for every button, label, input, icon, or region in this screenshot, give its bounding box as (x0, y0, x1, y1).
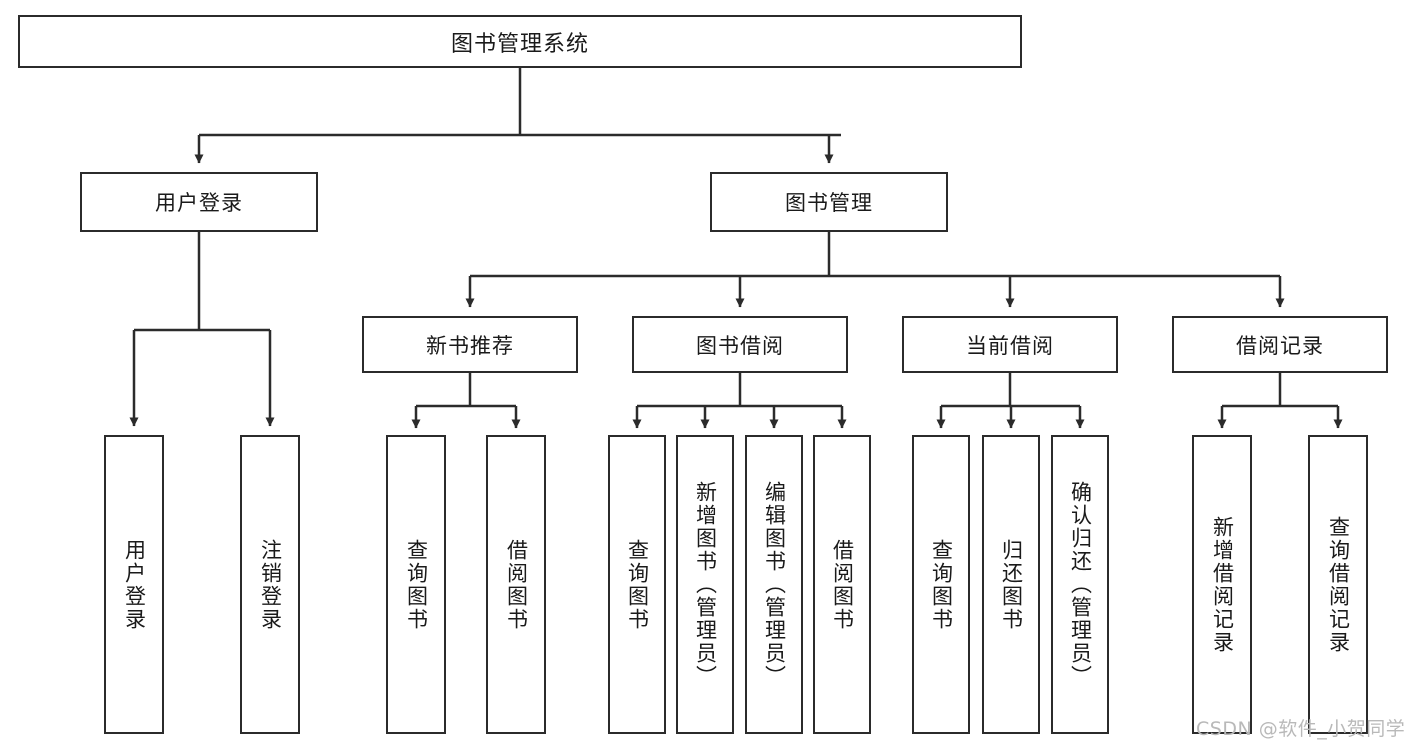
node-leaf-user-login-label: 用户登录 (122, 538, 147, 631)
node-user-login[interactable]: 用户登录 (80, 172, 318, 232)
node-leaf-borrow-book-1-label: 借阅图书 (504, 538, 529, 631)
node-current-borrow-label: 当前借阅 (966, 333, 1054, 358)
node-leaf-borrow-book-2[interactable]: 借阅图书 (813, 435, 871, 734)
node-leaf-query-book-1-label: 查询图书 (404, 538, 429, 631)
node-leaf-add-record[interactable]: 新增借阅记录 (1192, 435, 1252, 734)
node-borrow-record[interactable]: 借阅记录 (1172, 316, 1388, 373)
node-leaf-return-book[interactable]: 归还图书 (982, 435, 1040, 734)
csdn-watermark: CSDN @软件_小贺同学 (1196, 714, 1405, 741)
node-leaf-user-logout[interactable]: 注销登录 (240, 435, 300, 734)
node-leaf-query-book-2-label: 查询图书 (625, 538, 650, 631)
node-book-manage[interactable]: 图书管理 (710, 172, 948, 232)
node-leaf-query-book-1[interactable]: 查询图书 (386, 435, 446, 734)
node-leaf-user-logout-label: 注销登录 (258, 538, 283, 631)
node-leaf-query-record[interactable]: 查询借阅记录 (1308, 435, 1368, 734)
node-leaf-add-record-label: 新增借阅记录 (1210, 515, 1235, 654)
node-leaf-borrow-book-2-label: 借阅图书 (830, 538, 855, 631)
node-leaf-query-book-3-label: 查询图书 (929, 538, 954, 631)
node-leaf-return-book-label: 归还图书 (999, 538, 1024, 631)
node-leaf-borrow-book-1[interactable]: 借阅图书 (486, 435, 546, 734)
node-current-borrow[interactable]: 当前借阅 (902, 316, 1118, 373)
node-leaf-edit-book-label: 编辑图书（管理员） (762, 481, 787, 688)
node-leaf-query-book-2[interactable]: 查询图书 (608, 435, 666, 734)
node-leaf-confirm-return[interactable]: 确认归还（管理员） (1051, 435, 1109, 734)
node-root-label: 图书管理系统 (450, 31, 589, 57)
node-user-login-label: 用户登录 (155, 191, 243, 215)
node-borrow-record-label: 借阅记录 (1236, 333, 1324, 358)
csdn-watermark-text: CSDN @软件_小贺同学 (1196, 718, 1405, 740)
node-new-book-recommend-label: 新书推荐 (426, 333, 514, 358)
node-leaf-user-login[interactable]: 用户登录 (104, 435, 164, 734)
node-book-manage-label: 图书管理 (785, 191, 873, 215)
node-leaf-query-record-label: 查询借阅记录 (1326, 515, 1351, 654)
node-leaf-edit-book[interactable]: 编辑图书（管理员） (745, 435, 803, 734)
node-leaf-add-book-label: 新增图书（管理员） (693, 481, 718, 688)
node-leaf-query-book-3[interactable]: 查询图书 (912, 435, 970, 734)
node-root[interactable]: 图书管理系统 (18, 15, 1022, 68)
node-leaf-add-book[interactable]: 新增图书（管理员） (676, 435, 734, 734)
node-new-book-recommend[interactable]: 新书推荐 (362, 316, 578, 373)
node-leaf-confirm-return-label: 确认归还（管理员） (1068, 481, 1093, 688)
node-book-borrow[interactable]: 图书借阅 (632, 316, 848, 373)
node-book-borrow-label: 图书借阅 (696, 333, 784, 358)
